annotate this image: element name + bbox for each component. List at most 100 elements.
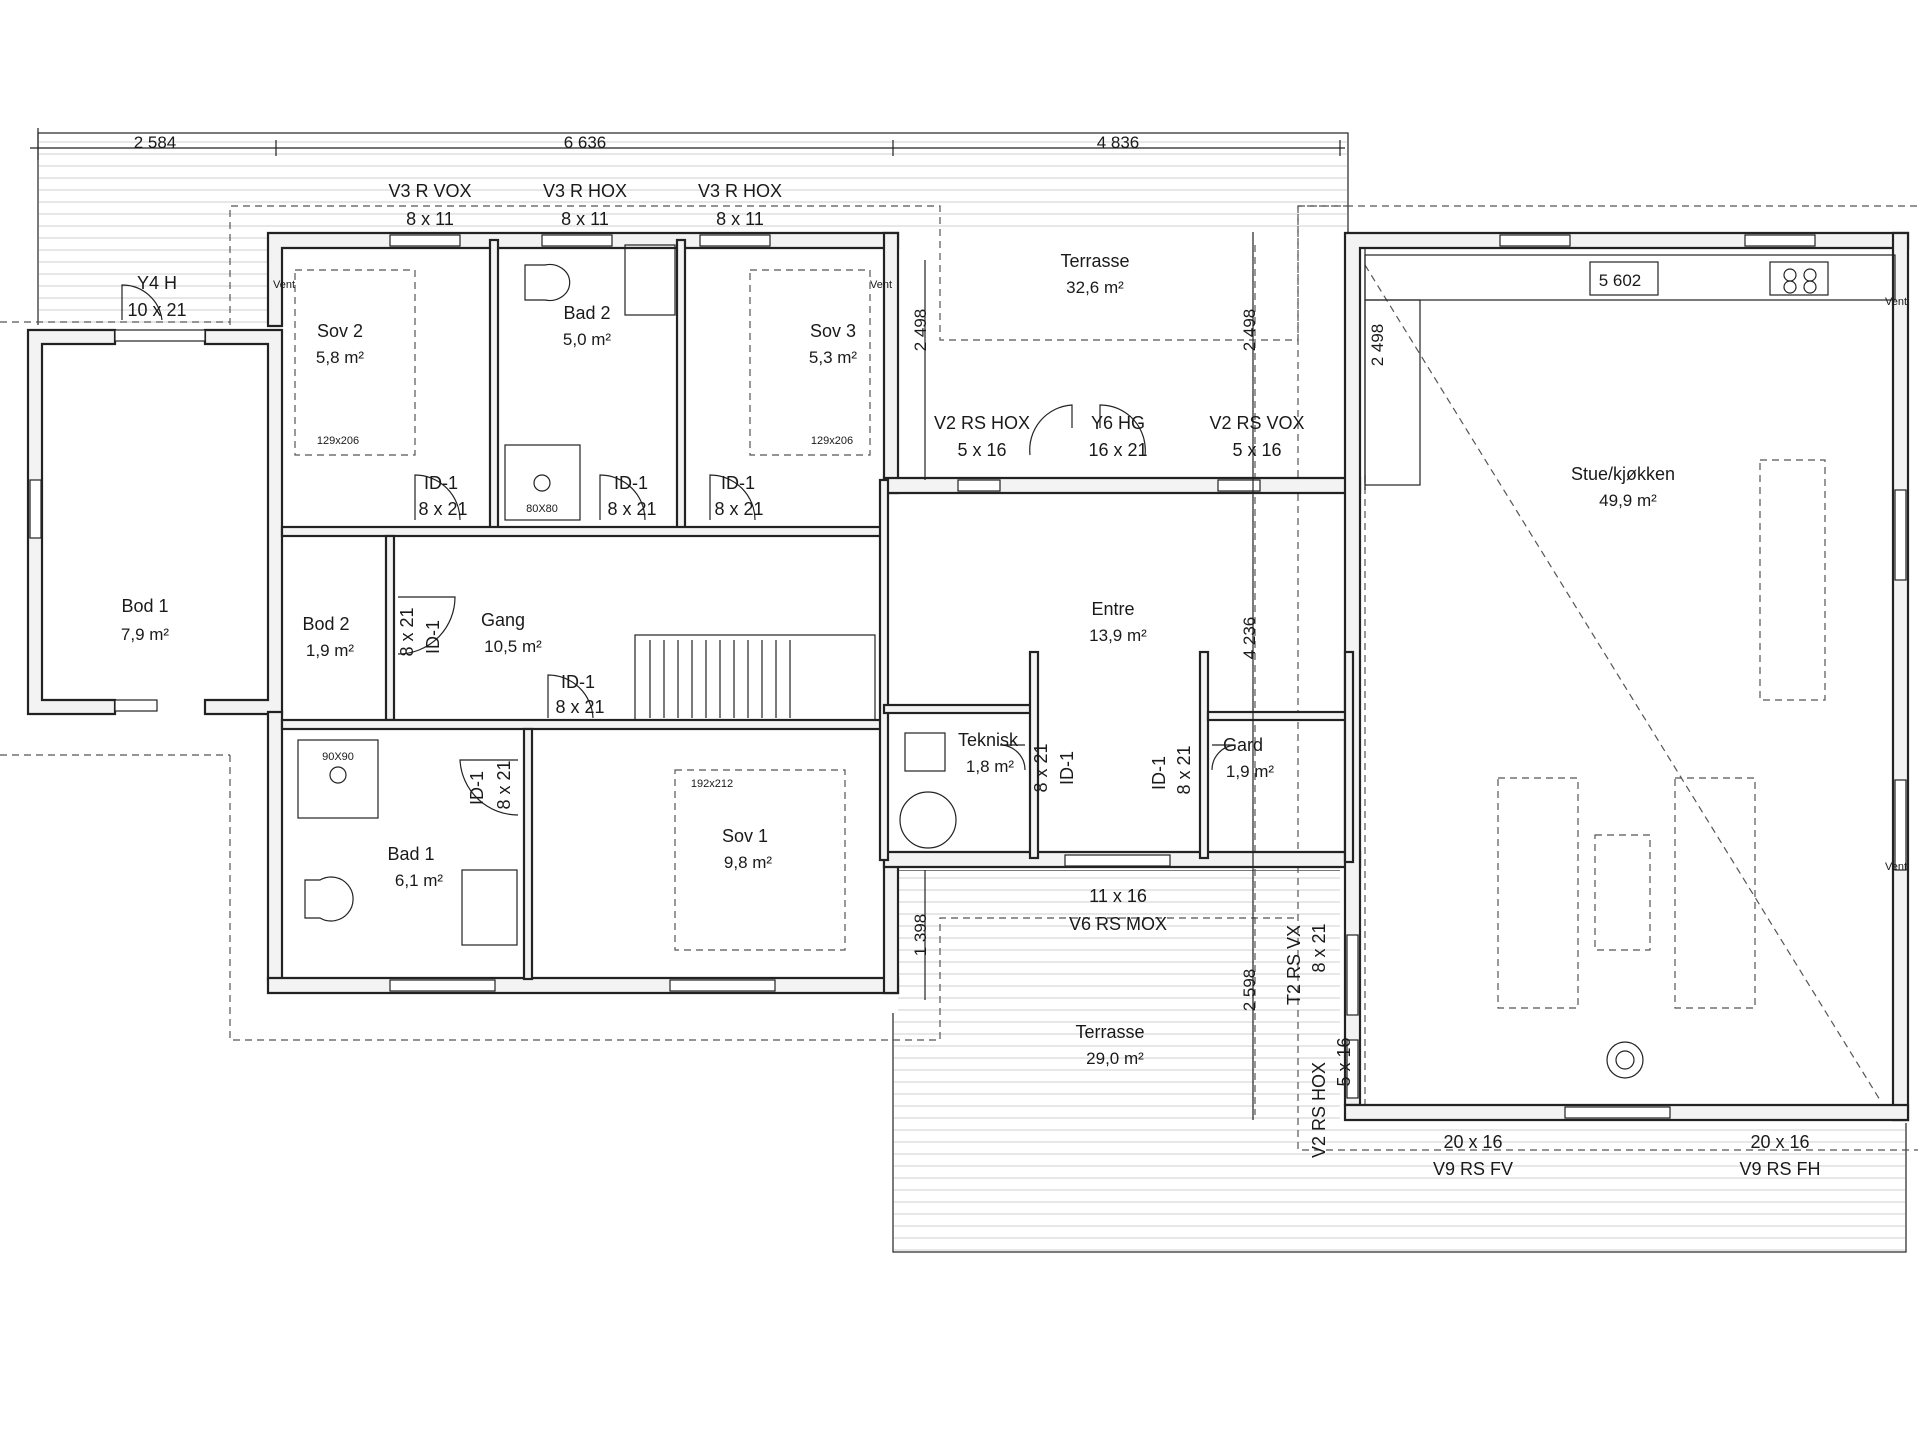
room-bod1-name: Bod 1	[121, 596, 168, 616]
room-bod2-name: Bod 2	[302, 614, 349, 634]
window-stue-1-code: V9 RS FV	[1433, 1159, 1513, 1179]
door-bod2-size: 8 x 21	[397, 607, 417, 656]
door-swings	[121, 284, 1236, 816]
room-labels: Terrasse 32,6 m² Sov 2 5,8 m² 129x206 Ba…	[121, 251, 1675, 1068]
window-north-2-size: 8 x 11	[561, 209, 609, 229]
door-terrace-size: 16 x 21	[1088, 440, 1147, 460]
room-entre-name: Entre	[1091, 599, 1134, 619]
door-sov2-size: 8 x 21	[418, 499, 467, 519]
room-terrasse-north-name: Terrasse	[1060, 251, 1129, 271]
vent-label-1: Vent	[273, 279, 295, 291]
door-bad2-size: 8 x 21	[607, 499, 656, 519]
room-terrasse-south-name: Terrasse	[1075, 1022, 1144, 1042]
staircase	[634, 634, 876, 721]
window-east-v2-code: V2 RS HOX	[1309, 1062, 1329, 1158]
bed-sov1-size: 192x212	[691, 778, 733, 790]
door-east-t2-size: 8 x 21	[1309, 923, 1329, 972]
vent-label-2: Vent	[870, 279, 892, 291]
window-terrace-2-size: 5 x 16	[1232, 440, 1281, 460]
shower-bad2-size: 80X80	[526, 503, 558, 515]
room-sov1-name: Sov 1	[722, 826, 768, 846]
dimension-labels: 2 584 6 636 4 836 2 498 2 498 2 498 5 60…	[134, 133, 1642, 1011]
room-terrasse-north-area: 32,6 m²	[1066, 278, 1124, 297]
dim-terrace-north-right: 2 498	[1240, 309, 1259, 352]
vent-label-4: Vent	[1885, 861, 1907, 873]
dim-top-2: 6 636	[564, 133, 607, 152]
room-bad1-name: Bad 1	[387, 844, 434, 864]
dim-terrace-south-right: 2 598	[1240, 969, 1259, 1012]
technical-unit-icon	[904, 732, 946, 772]
door-bad2-id: ID-1	[614, 473, 648, 493]
room-gard-name: Gard	[1223, 735, 1263, 755]
door-east-t2-code: T2 RS VX	[1284, 925, 1304, 1005]
window-east-v2-size: 5 x 16	[1334, 1037, 1354, 1086]
vent-label-3: Vent	[1885, 296, 1907, 308]
interior-walls	[280, 238, 1355, 981]
door-labels: ID-1 8 x 21 ID-1 8 x 21 ID-1 8 x 21 ID-1…	[397, 473, 1194, 810]
bed-sov3-size: 129x206	[811, 435, 853, 447]
window-north-3-code: V3 R HOX	[698, 181, 782, 201]
roof-ridge-diagonal	[1364, 264, 1881, 1101]
shower-bad1-size: 90X90	[322, 751, 354, 763]
window-south-sov1-size: 11 x 16	[1089, 886, 1147, 906]
room-sov2-area: 5,8 m²	[316, 348, 365, 367]
door-bad1-id: ID-1	[467, 771, 487, 805]
room-gard-area: 1,9 m²	[1226, 762, 1275, 781]
dim-kitchen-left: 2 498	[1368, 324, 1387, 367]
door-y4-code: Y4 H	[137, 273, 177, 293]
room-entre-area: 13,9 m²	[1089, 626, 1147, 645]
room-sov3-area: 5,3 m²	[809, 348, 858, 367]
door-sov2-id: ID-1	[424, 473, 458, 493]
window-marks	[29, 234, 1907, 1119]
window-north-3-size: 8 x 11	[716, 209, 764, 229]
room-bod1-area: 7,9 m²	[121, 625, 170, 644]
room-stue-area: 49,9 m²	[1599, 491, 1657, 510]
room-sov3-name: Sov 3	[810, 321, 856, 341]
bed-sov2-size: 129x206	[317, 435, 359, 447]
door-sov3-size: 8 x 21	[714, 499, 763, 519]
top-dimension-line	[30, 128, 1345, 160]
door-gang-id: ID-1	[561, 672, 595, 692]
dim-terrace-north-left: 2 498	[911, 309, 930, 352]
dim-terrace-south-left: 1 398	[911, 914, 930, 957]
door-gang-size: 8 x 21	[555, 697, 604, 717]
window-north-1-code: V3 R VOX	[388, 181, 471, 201]
window-north-1-size: 8 x 11	[406, 209, 454, 229]
dim-kitchen-width: 5 602	[1599, 271, 1642, 290]
room-stue-name: Stue/kjøkken	[1571, 464, 1675, 484]
window-north-2-code: V3 R HOX	[543, 181, 627, 201]
door-teknisk-size: 8 x 21	[1031, 743, 1051, 792]
window-south-sov1-code: V6 RS MOX	[1069, 914, 1167, 934]
room-terrasse-south-area: 29,0 m²	[1086, 1049, 1144, 1068]
dim-entre-height: 4 236	[1240, 617, 1259, 660]
water-heater-icon	[899, 791, 957, 849]
window-stue-1-size: 20 x 16	[1443, 1132, 1502, 1152]
roof-outline-south	[229, 755, 1298, 1041]
room-bod2-area: 1,9 m²	[306, 641, 355, 660]
window-terrace-1-size: 5 x 16	[957, 440, 1006, 460]
window-terrace-2-code: V2 RS VOX	[1209, 413, 1304, 433]
room-sov1-area: 9,8 m²	[724, 853, 773, 872]
bathroom-fixtures	[297, 244, 676, 946]
dim-top-3: 4 836	[1097, 133, 1140, 152]
room-teknisk-name: Teknisk	[958, 730, 1019, 750]
door-bod2-id: ID-1	[423, 620, 443, 654]
room-bad2-area: 5,0 m²	[563, 330, 612, 349]
room-bad1-area: 6,1 m²	[395, 871, 444, 890]
room-gang-name: Gang	[481, 610, 525, 630]
window-labels: V3 R VOX 8 x 11 V3 R HOX 8 x 11 V3 R HOX…	[127, 181, 1820, 1179]
vertical-dimension-lines	[924, 232, 1366, 1120]
door-y4-size: 10 x 21	[127, 300, 186, 320]
vent-markers: Vent Vent Vent Vent	[273, 279, 1907, 873]
window-stue-2-code: V9 RS FH	[1739, 1159, 1820, 1179]
room-bad2-name: Bad 2	[563, 303, 610, 323]
window-stue-2-size: 20 x 16	[1750, 1132, 1809, 1152]
room-gang-area: 10,5 m²	[484, 637, 542, 656]
room-teknisk-area: 1,8 m²	[966, 757, 1015, 776]
dim-top-1: 2 584	[134, 133, 177, 152]
roof-outline-east	[1297, 206, 1918, 1151]
door-sov3-id: ID-1	[721, 473, 755, 493]
room-sov2-name: Sov 2	[317, 321, 363, 341]
door-terrace-code: Y6 HG	[1091, 413, 1145, 433]
